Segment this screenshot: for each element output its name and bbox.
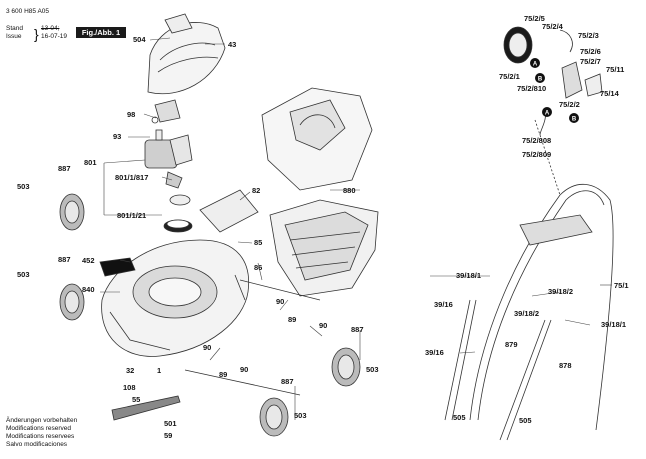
legend-a-1: A	[533, 62, 538, 68]
blade-drawing	[111, 395, 181, 421]
grassbox-drawing	[269, 199, 379, 297]
note-en: Modifications reserved	[6, 425, 72, 432]
label-75-1: 75/1	[614, 281, 629, 290]
label-503-b: 503	[17, 270, 30, 279]
label-90-d: 90	[240, 365, 249, 374]
label-505-b: 505	[519, 416, 532, 425]
note-es: Salvo modificaciones	[6, 441, 68, 448]
label-504: 504	[133, 35, 146, 44]
axle-lower	[184, 369, 301, 396]
label-503-c: 503	[366, 365, 379, 374]
wheel-rear-right	[259, 397, 289, 437]
label-75-2-3: 75/2/3	[578, 31, 599, 40]
brace: }	[34, 26, 39, 42]
label-55: 55	[132, 395, 141, 404]
label-90-a: 90	[276, 297, 285, 306]
motor-cover-drawing	[147, 13, 226, 95]
label-501: 501	[164, 419, 177, 428]
label-880: 880	[343, 186, 356, 195]
legend-circles: A B A B	[530, 58, 579, 123]
label-90-b: 90	[319, 321, 328, 330]
wheel-front-left	[59, 283, 85, 321]
leader-lines	[100, 37, 612, 420]
label-1: 1	[157, 366, 162, 375]
label-887-b: 887	[58, 255, 71, 264]
grassbox-lid-drawing	[261, 87, 373, 191]
label-503-d: 503	[294, 411, 307, 420]
deck-drawing	[101, 239, 250, 357]
note-fr: Modifications reservees	[6, 433, 75, 440]
label-75-2-7: 75/2/7	[580, 57, 601, 66]
legend-b-1: B	[538, 77, 543, 83]
label-108: 108	[123, 383, 136, 392]
label-887-d: 887	[281, 377, 294, 386]
label-801-1-817: 801/1/817	[115, 173, 149, 182]
label-75-11: 75/11	[606, 65, 625, 74]
label-89-b: 89	[219, 370, 228, 379]
switch-inset-drawing	[503, 26, 603, 196]
stand-label: Stand	[6, 25, 23, 32]
axle-86	[239, 279, 321, 301]
label-39-16-a: 39/16	[434, 300, 453, 309]
label-840: 840	[82, 285, 95, 294]
label-43: 43	[228, 40, 237, 49]
part-number: 3 600 H85 A05	[6, 8, 50, 15]
motor-drawing	[144, 99, 193, 233]
part-452-drawing	[99, 257, 136, 277]
label-505-a: 505	[453, 413, 466, 422]
label-801-1-21: 801/1/21	[117, 211, 147, 220]
issue-label: Issue	[6, 33, 22, 40]
label-90-c: 90	[203, 343, 212, 352]
label-75-2-1: 75/2/1	[499, 72, 520, 81]
label-879: 879	[505, 340, 518, 349]
label-32: 32	[126, 366, 135, 375]
wheel-rear-left	[59, 193, 85, 231]
label-39-18-2-a: 39/18/2	[548, 287, 574, 296]
label-878: 878	[559, 361, 572, 370]
label-39-16-b: 39/16	[425, 348, 444, 357]
label-887-a: 887	[58, 164, 71, 173]
label-75-14: 75/14	[600, 89, 619, 98]
label-85: 85	[254, 238, 263, 247]
label-75-2-810: 75/2/810	[517, 84, 547, 93]
label-86: 86	[254, 263, 263, 272]
label-82: 82	[252, 186, 261, 195]
figure-badge: Fig./Abb. 1	[76, 27, 126, 38]
label-39-18-1-a: 39/18/1	[456, 271, 482, 280]
label-75-2-809: 75/2/809	[522, 150, 552, 159]
label-503-a: 503	[17, 182, 30, 191]
legend-b-2: B	[572, 117, 577, 123]
label-452: 452	[82, 256, 95, 265]
flap-drawing	[199, 189, 259, 233]
issue-value: 16-07-19	[41, 33, 68, 40]
label-801: 801	[84, 158, 97, 167]
stand-value: 13-04;	[41, 25, 60, 32]
label-75-2-6: 75/2/6	[580, 47, 601, 56]
label-75-2-4: 75/2/4	[542, 22, 563, 31]
label-39-18-1-b: 39/18/1	[601, 320, 627, 329]
label-93: 93	[113, 132, 122, 141]
label-59: 59	[164, 431, 173, 440]
label-39-18-2-b: 39/18/2	[514, 309, 540, 318]
note-de: Änderungen vorbehalten	[6, 417, 78, 424]
label-89-a: 89	[288, 315, 297, 324]
label-887-c: 887	[351, 325, 364, 334]
legend-a-2: A	[545, 111, 550, 117]
label-75-2-808: 75/2/808	[522, 136, 552, 145]
label-75-2-5: 75/2/5	[524, 14, 545, 23]
label-98: 98	[127, 110, 136, 119]
wheel-front-right	[331, 347, 361, 387]
handle-drawing	[444, 183, 614, 441]
label-75-2-2: 75/2/2	[559, 100, 580, 109]
